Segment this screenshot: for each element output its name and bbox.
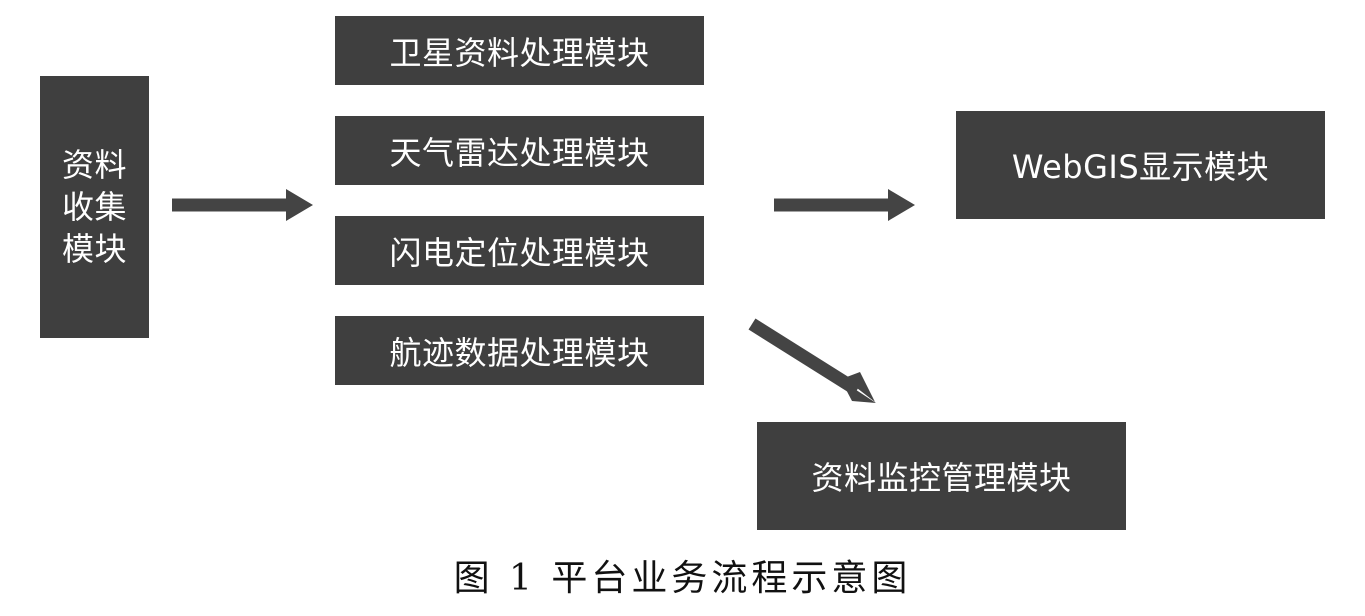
arrow-processing-to-monitor <box>748 318 876 403</box>
collect-module-label-line3: 模块 <box>61 230 127 268</box>
lightning-module-box: 闪电定位处理模块 <box>335 216 704 285</box>
collect-module-label-line1: 资料 <box>61 146 127 184</box>
monitor-module-label: 资料监控管理模块 <box>811 459 1072 497</box>
track-module-box: 航迹数据处理模块 <box>335 316 704 385</box>
collect-module-label-line2: 收集 <box>61 188 127 226</box>
satellite-module-label: 卫星资料处理模块 <box>389 33 650 72</box>
radar-module-box: 天气雷达处理模块 <box>335 116 704 185</box>
arrow-collect-to-processing <box>172 189 313 221</box>
satellite-module-box: 卫星资料处理模块 <box>335 16 704 85</box>
arrow-processing-to-webgis <box>774 189 915 221</box>
figure-caption: 图 1 平台业务流程示意图 <box>453 558 912 599</box>
lightning-module-label: 闪电定位处理模块 <box>389 233 650 272</box>
webgis-module-box: WebGIS显示模块 <box>956 111 1325 219</box>
webgis-module-label: WebGIS显示模块 <box>1011 148 1270 186</box>
track-module-label: 航迹数据处理模块 <box>389 333 650 372</box>
monitor-module-box: 资料监控管理模块 <box>757 422 1126 530</box>
radar-module-label: 天气雷达处理模块 <box>389 133 650 172</box>
collect-module-box: 资料 收集 模块 <box>40 76 149 338</box>
